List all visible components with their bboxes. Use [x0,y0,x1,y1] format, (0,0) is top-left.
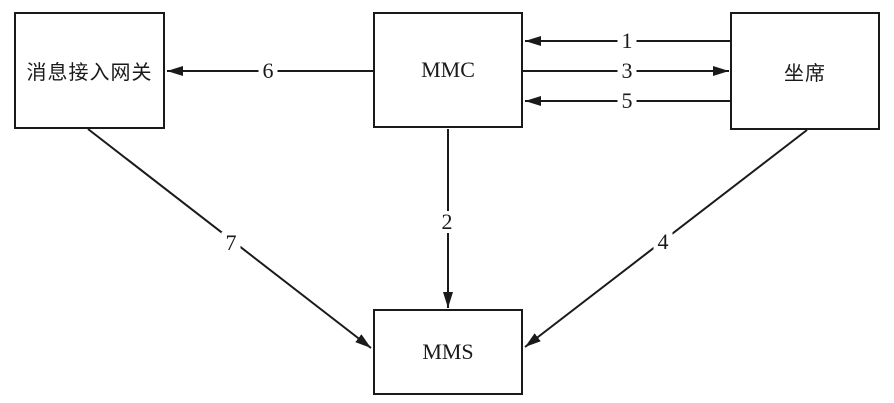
node-agent-label: 坐席 [784,62,826,85]
node-mmc: MMC [373,12,523,128]
node-mms-label: MMS [422,339,474,364]
edge-label-5: 5 [617,90,637,112]
edge-label-7: 7 [221,232,241,254]
edge-label-1: 1 [617,30,637,52]
node-gateway-label: 消息接入网关 [26,62,153,84]
node-mmc-label: MMC [421,57,475,82]
edge-label-2: 2 [437,211,457,233]
node-mms: MMS [373,309,523,395]
node-gateway: 消息接入网关 [14,12,165,129]
node-agent: 坐席 [730,12,880,130]
edge-label-4: 4 [653,231,673,253]
edge-label-3: 3 [617,60,637,82]
edge-label-6: 6 [258,60,278,82]
